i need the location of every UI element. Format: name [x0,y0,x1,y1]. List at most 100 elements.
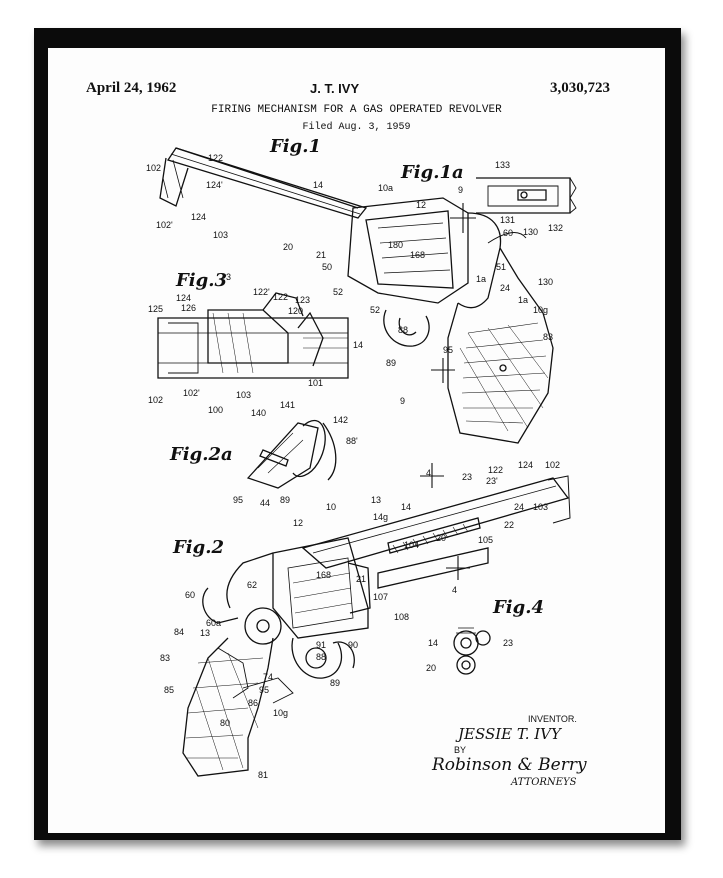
ref-numeral: 107 [373,592,388,602]
fig4-label: Fig.4 [492,597,544,618]
patent-number: 3,030,723 [550,80,610,96]
ref-numeral: 122' [253,287,270,297]
fig2a-hammer-detail-drawing [246,419,337,489]
ref-numeral: 23 [462,472,472,482]
inventor-name-header: J. T. IVY [310,81,360,96]
patent-date: April 24, 1962 [86,80,177,96]
ref-numeral: 10 [326,502,336,512]
inventor-label: INVENTOR. [528,714,577,724]
ref-numeral: 12 [416,200,426,210]
filed-date: Filed Aug. 3, 1959 [302,122,411,133]
by-label: BY [454,745,467,755]
ref-numeral: 104 [404,540,419,550]
ref-numeral: 95 [443,345,453,355]
ref-numeral: 130 [538,277,553,287]
fig1a-detail-drawing [476,177,577,214]
ref-numeral: 124 [518,460,533,470]
ref-numeral: 125 [148,304,163,314]
ref-numeral: 1a [476,274,486,284]
ref-numeral: 102 [146,163,161,173]
ref-numeral: 89 [386,358,396,368]
ref-numeral: 89 [330,678,340,688]
ref-numeral: 108 [394,612,409,622]
ref-numeral: 124' [206,180,223,190]
ref-numeral: 21 [316,250,326,260]
ref-numeral: 89 [280,495,290,505]
ref-numeral: 102 [148,395,163,405]
ref-numeral: 52 [333,287,343,297]
ref-numeral: 24 [514,502,524,512]
ref-numeral: 180 [388,240,403,250]
ref-numeral: 13 [200,628,210,638]
ref-numeral: 123 [295,295,310,305]
ref-numeral: 101 [308,378,323,388]
inventor-signature: JESSIE T. IVY [458,725,561,743]
ref-numeral: 105 [478,535,493,545]
ref-numeral: 4 [426,468,431,478]
ref-numeral: 12 [293,518,303,528]
ref-numeral: 130 [523,227,538,237]
ref-numeral: 90 [348,640,358,650]
ref-numeral: 60 [503,228,513,238]
ref-numeral: 81 [258,770,268,780]
ref-numeral: 60a [206,618,221,628]
ref-numeral: 95 [259,685,269,695]
ref-numeral: 132 [548,223,563,233]
ref-numeral: 124 [191,212,206,222]
ref-numeral: 80 [220,718,230,728]
attorneys-label: ATTORNEYS [511,777,577,788]
ref-numeral: 102' [183,388,200,398]
ref-numeral: 124 [176,293,191,303]
ref-numeral: 120 [288,306,303,316]
ref-numeral: 140 [251,408,266,418]
ref-numeral: 141 [280,400,295,410]
ref-numeral: 103 [236,390,251,400]
fig4-end-view-drawing [453,627,491,675]
ref-numeral: 9 [458,185,463,195]
ref-numeral: 85 [164,685,174,695]
ref-numeral: 62 [247,580,257,590]
ref-numeral: 10g [273,708,288,718]
ref-numeral: 103 [213,230,228,240]
ref-numeral: 91 [316,640,326,650]
ref-numeral: 13 [371,495,381,505]
ref-numeral: 122 [488,465,503,475]
ref-numeral: 133 [495,160,510,170]
ref-numeral: 88 [398,325,408,335]
ref-numeral: 44 [260,498,270,508]
ref-numeral: 10a [378,183,393,193]
ref-numeral: 50 [322,262,332,272]
ref-numeral: 131 [500,215,515,225]
ref-numeral: 21 [356,574,366,584]
fig2-cutaway-drawing [182,463,571,777]
ref-numeral: 23' [486,476,498,486]
ref-numeral: 83 [160,653,170,663]
ref-numeral: 126 [181,303,196,313]
ref-numeral: 83 [543,332,553,342]
patent-drawings: Fig.1 Fig.1a Fig.3 Fig.2a Fig.2 Fig.4 10… [146,136,577,780]
ref-numeral: 14 [353,340,363,350]
ref-numeral: 20 [436,533,446,543]
ref-numeral: 4 [452,585,457,595]
ref-numeral: 100 [208,405,223,415]
ref-numeral: 24 [500,283,510,293]
ref-numeral: 14 [401,502,411,512]
ref-numeral: 51 [496,262,506,272]
fig2-label: Fig.2 [172,537,224,558]
ref-numeral: 168 [316,570,331,580]
ref-numeral: 122 [273,292,288,302]
ref-numeral: 3 [226,272,231,282]
ref-numeral: 86 [248,698,258,708]
ref-numeral: 122 [208,153,223,163]
ref-numeral: 14g [373,512,388,522]
ref-numeral: 20 [283,242,293,252]
ref-numeral: 142 [333,415,348,425]
ref-numeral: 168 [410,250,425,260]
ref-numeral: 88 [316,652,326,662]
ref-numeral: 20 [426,663,436,673]
patent-sheet: April 24, 1962 J. T. IVY 3,030,723 FIRIN… [48,48,665,833]
ref-numeral: 14 [313,180,323,190]
ref-numeral: 52 [370,305,380,315]
ref-numeral: 88' [346,436,358,446]
fig1-label: Fig.1 [269,136,321,157]
